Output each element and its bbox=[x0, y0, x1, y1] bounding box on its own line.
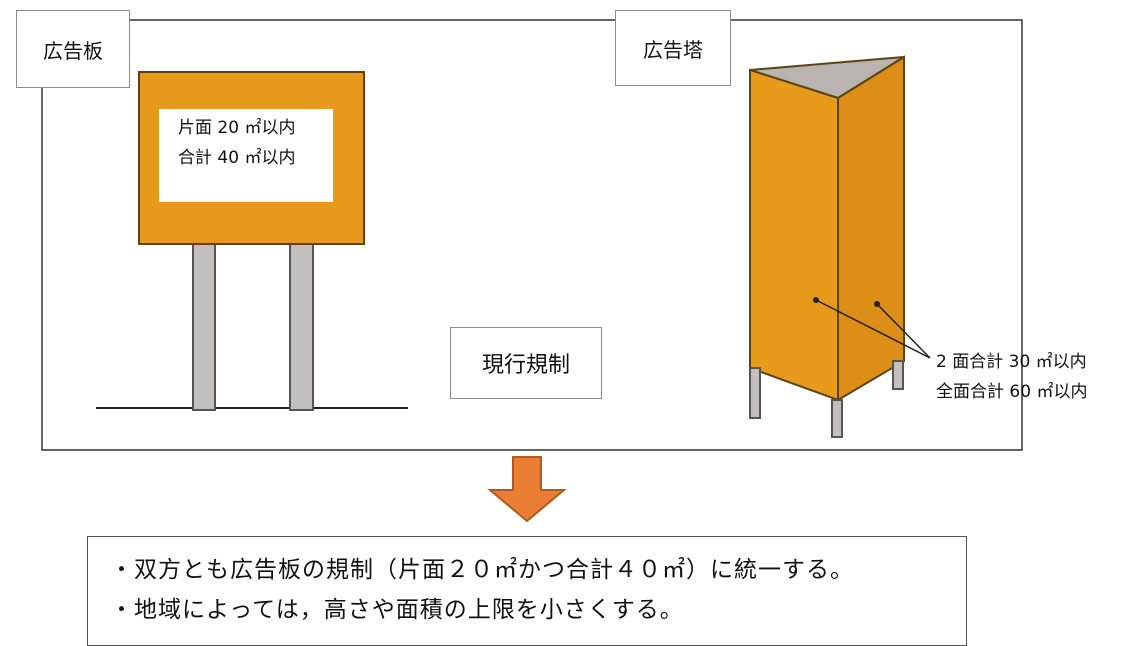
current-regulation-label: 現行規制 bbox=[450, 327, 602, 399]
current-regulation-text: 現行規制 bbox=[481, 353, 570, 378]
summary-line-unify: ・双方とも広告板の規制（片面２０㎡かつ合計４０㎡）に統一する。 bbox=[110, 557, 854, 583]
billboard-limit-text: 片面 20 ㎡以内 合計 40 ㎡以内 bbox=[178, 113, 295, 173]
tower-face-side bbox=[837, 55, 905, 402]
billboard-limit-total: 合計 40 ㎡以内 bbox=[178, 148, 296, 168]
tower-face-front bbox=[749, 68, 839, 402]
tower-label-text: 広告塔 bbox=[643, 37, 703, 62]
tower-limit-all-sides: 全面合計 60 ㎡以内 bbox=[936, 382, 1088, 402]
leader-line-front bbox=[815, 299, 931, 359]
tower-label: 広告塔 bbox=[615, 10, 731, 86]
tower-limit-text: 2 面合計 30 ㎡以内 全面合計 60 ㎡以内 bbox=[936, 347, 1087, 407]
summary-box: ・双方とも広告板の規制（片面２０㎡かつ合計４０㎡）に統一する。 ・地域によっては… bbox=[87, 536, 967, 646]
billboard-limit-box bbox=[159, 109, 333, 202]
tower-limit-two-sides: 2 面合計 30 ㎡以内 bbox=[936, 352, 1087, 372]
tower-leg-3 bbox=[892, 360, 904, 390]
down-arrow bbox=[487, 456, 567, 523]
billboard-limit-single-side: 片面 20 ㎡以内 bbox=[178, 118, 296, 138]
leader-line-side bbox=[876, 303, 931, 359]
billboard-label-text: 広告板 bbox=[43, 38, 103, 63]
billboard-post-right bbox=[289, 243, 314, 411]
summary-line-regional: ・地域によっては，高さや面積の上限を小さくする。 bbox=[110, 597, 684, 623]
billboard-label: 広告板 bbox=[16, 10, 130, 88]
current-regulation-frame bbox=[41, 19, 1023, 451]
tower-leg-2 bbox=[831, 399, 843, 438]
billboard-post-left bbox=[192, 243, 216, 411]
tower-leg-1 bbox=[749, 367, 761, 419]
